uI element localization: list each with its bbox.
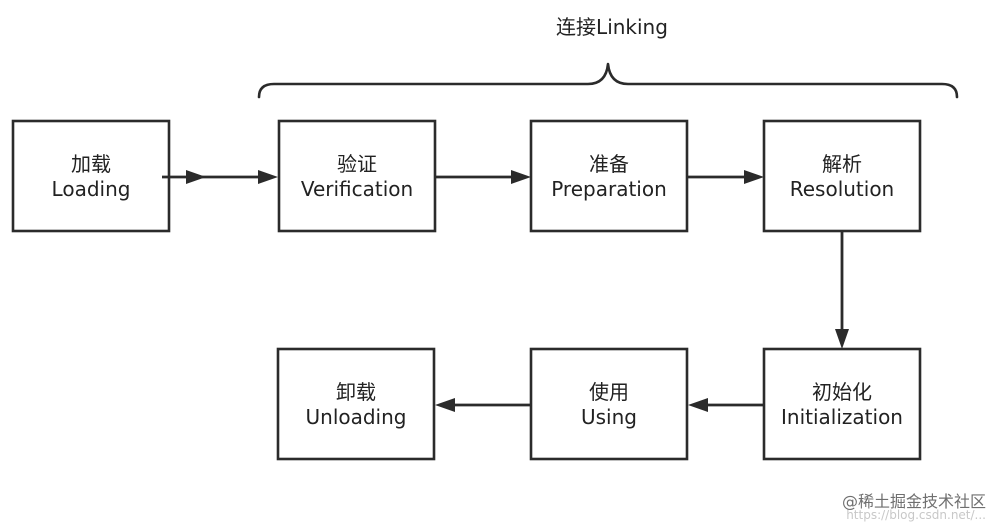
arrow-head-icon: [258, 170, 278, 184]
watermark-url: https://blog.csdn.net/...: [846, 508, 986, 522]
watermark-text: @稀土掘金技术社区: [841, 492, 986, 511]
node-loading-label-en: Loading: [52, 177, 131, 201]
node-initialization-label-en: Initialization: [781, 405, 903, 429]
node-preparation: 准备 Preparation: [529, 119, 689, 233]
arrow-head-icon: [744, 170, 764, 184]
edge-using-unloading: [435, 398, 531, 412]
arrow-head-icon: [835, 329, 849, 349]
linking-brace: [257, 62, 959, 99]
node-using-label-zh: 使用: [589, 380, 629, 404]
edge-loading-verification: [162, 170, 278, 184]
arrow-head-icon: [511, 170, 531, 184]
node-loading: 加载 Loading: [11, 119, 171, 233]
arrow-head-icon: [688, 398, 708, 412]
node-loading-label-zh: 加载: [71, 152, 111, 176]
node-preparation-label-en: Preparation: [551, 177, 667, 201]
node-preparation-label-zh: 准备: [589, 152, 629, 176]
edge-resolution-initialization: [835, 232, 849, 349]
linking-group-label: 连接Linking: [556, 15, 668, 39]
arrow-head-icon: [435, 398, 455, 412]
node-resolution-label-zh: 解析: [822, 152, 862, 176]
node-initialization-label-zh: 初始化: [812, 380, 872, 404]
node-verification: 验证 Verification: [277, 119, 437, 233]
node-resolution-label-en: Resolution: [790, 177, 895, 201]
arrow-head-icon: [186, 170, 206, 184]
edge-verification-preparation: [436, 170, 531, 184]
edge-preparation-resolution: [688, 170, 764, 184]
edge-initialization-using: [688, 398, 764, 412]
node-using: 使用 Using: [529, 347, 689, 461]
node-unloading-label-en: Unloading: [306, 405, 407, 429]
node-initialization: 初始化 Initialization: [762, 347, 922, 461]
node-verification-label-en: Verification: [301, 177, 413, 201]
node-verification-label-zh: 验证: [337, 152, 377, 176]
node-unloading-label-zh: 卸载: [336, 380, 376, 404]
node-unloading: 卸载 Unloading: [276, 347, 436, 461]
node-resolution: 解析 Resolution: [762, 119, 922, 233]
node-using-label-en: Using: [581, 405, 637, 429]
